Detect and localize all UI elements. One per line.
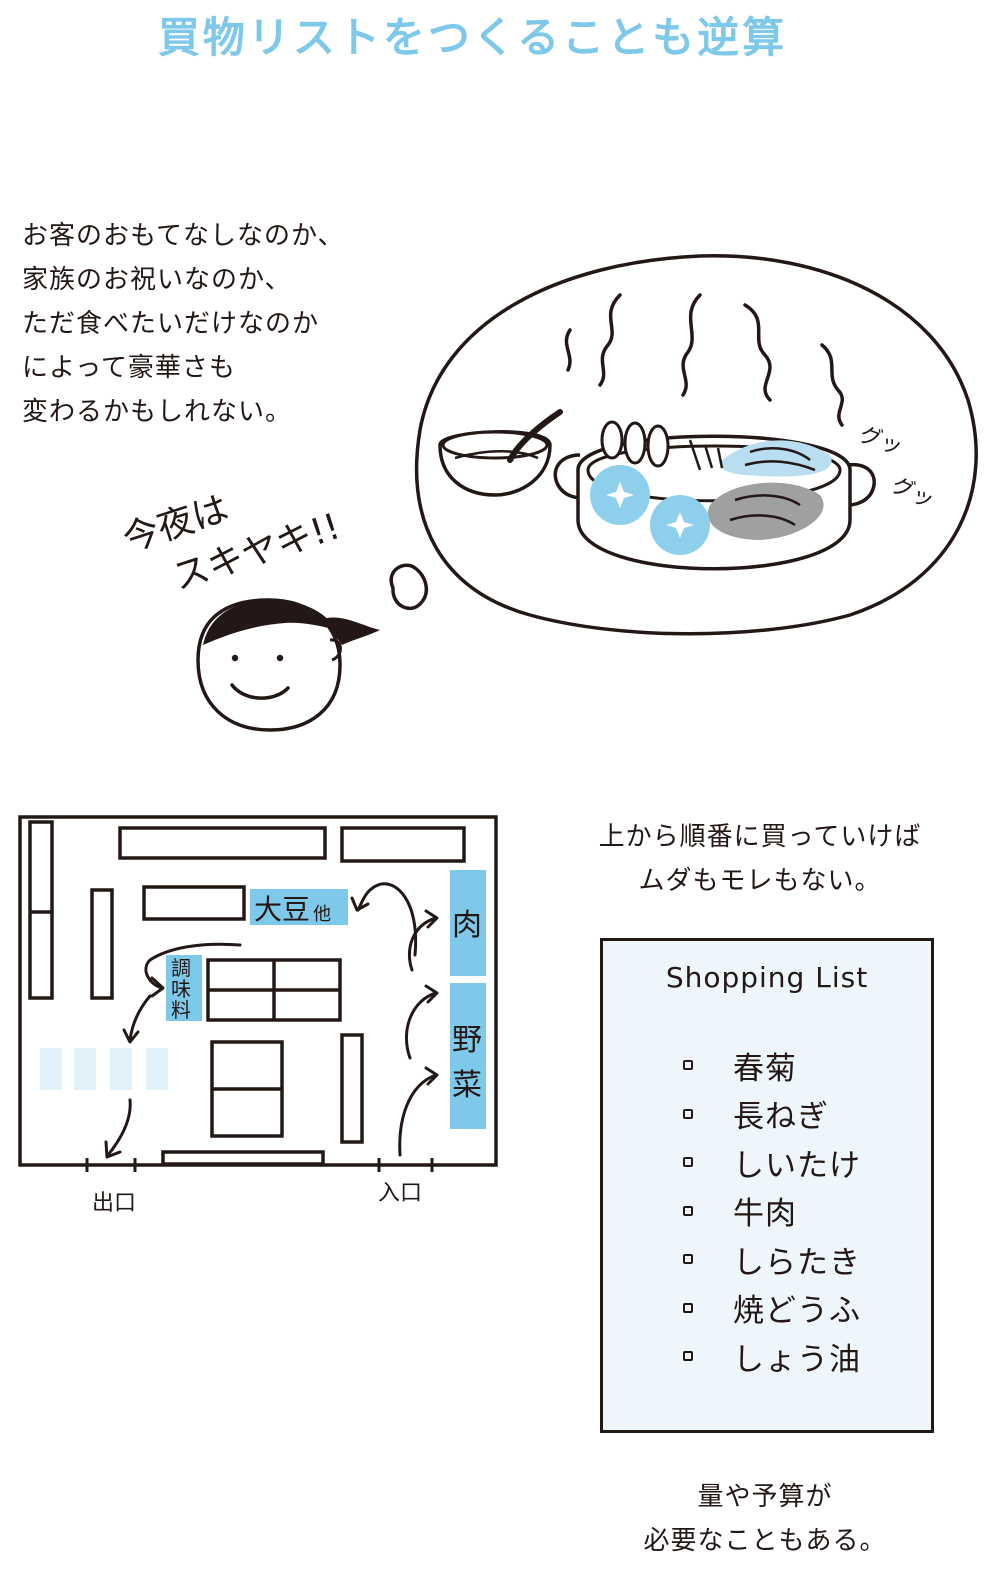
shopping-list-card: Shopping List 春菊 長ねぎ しいたけ 牛肉 しらたき 焼どうふ し… (600, 938, 934, 1433)
intro-line: 変わるかもしれない。 (22, 397, 293, 427)
intro-line: 家族のお祝いなのか、 (22, 265, 292, 295)
caption-budget: 量や予算が 必要なこともある。 (565, 1475, 965, 1563)
caption-line: ムダもモレもない。 (638, 866, 882, 896)
map-label-meat: 肉 (452, 908, 482, 943)
list-item: しょう油 (683, 1332, 861, 1381)
route-arrows (104, 882, 439, 1159)
girl-face-icon (196, 598, 380, 732)
caption-line: 上から順番に買っていけば (598, 822, 922, 852)
list-item: 焼どうふ (683, 1284, 861, 1333)
caption-route: 上から順番に買っていけば ムダもモレもない。 (560, 815, 960, 903)
checkbox-icon (683, 1302, 693, 1313)
map-label-seasoning: 料 (171, 998, 191, 1022)
thought-bubble (389, 254, 978, 636)
shopping-list-title: Shopping List (665, 961, 869, 994)
checkbox-icon (683, 1254, 693, 1265)
item-label: 春菊 (733, 1050, 797, 1087)
map-label-seasoning: 味 (171, 977, 191, 1001)
map-exit-label: 出口 (92, 1191, 136, 1216)
map-label-seasoning: 調 (171, 956, 191, 980)
item-label: しらたき (733, 1244, 861, 1281)
intro-line: によって豪華さも (22, 353, 236, 383)
checkbox-icon (683, 1205, 693, 1216)
caption-line: 量や予算が (697, 1482, 833, 1512)
intro-line: ただ食べたいだけなのか (22, 309, 320, 339)
shopping-list-items: 春菊 長ねぎ しいたけ 牛肉 しらたき 焼どうふ しょう油 (683, 1041, 861, 1381)
list-item: しらたき (683, 1235, 861, 1284)
sukiyaki-pot-icon (553, 420, 876, 571)
map-label-other: 他 (313, 904, 331, 925)
list-item: 長ねぎ (683, 1090, 861, 1139)
checkbox-icon (683, 1157, 693, 1168)
sound-effect: グッ (887, 473, 937, 514)
steam-icon (564, 293, 845, 427)
item-label: しょう油 (733, 1341, 861, 1378)
item-label: 焼どうふ (733, 1293, 861, 1330)
intro-line: お客のおもてなしなのか、 (22, 221, 345, 251)
checkbox-icon (683, 1060, 693, 1071)
intro-text: お客のおもてなしなのか、 家族のお祝いなのか、 ただ食べたいだけなのか によって… (22, 214, 422, 434)
list-item: 牛肉 (683, 1187, 861, 1236)
map-label-vegetables: 野 (452, 1023, 482, 1058)
map-label-beans: 大豆 (254, 893, 310, 926)
item-label: しいたけ (733, 1147, 861, 1184)
item-label: 長ねぎ (733, 1099, 829, 1136)
map-label-vegetables: 菜 (452, 1068, 482, 1103)
list-item: しいたけ (683, 1138, 861, 1187)
item-label: 牛肉 (733, 1196, 797, 1233)
list-item: 春菊 (683, 1041, 861, 1090)
map-entrance-label: 入口 (378, 1181, 422, 1206)
checkbox-icon (683, 1108, 693, 1119)
store-map: 大豆 他 肉 野 菜 調 味 料 (18, 815, 498, 1216)
bowl-icon (438, 409, 563, 497)
sound-effect: グッ (856, 422, 906, 461)
checkbox-icon (683, 1351, 693, 1362)
page-title: 買物リストをつくることも逆算 (157, 13, 788, 62)
caption-line: 必要なこともある。 (643, 1526, 887, 1556)
